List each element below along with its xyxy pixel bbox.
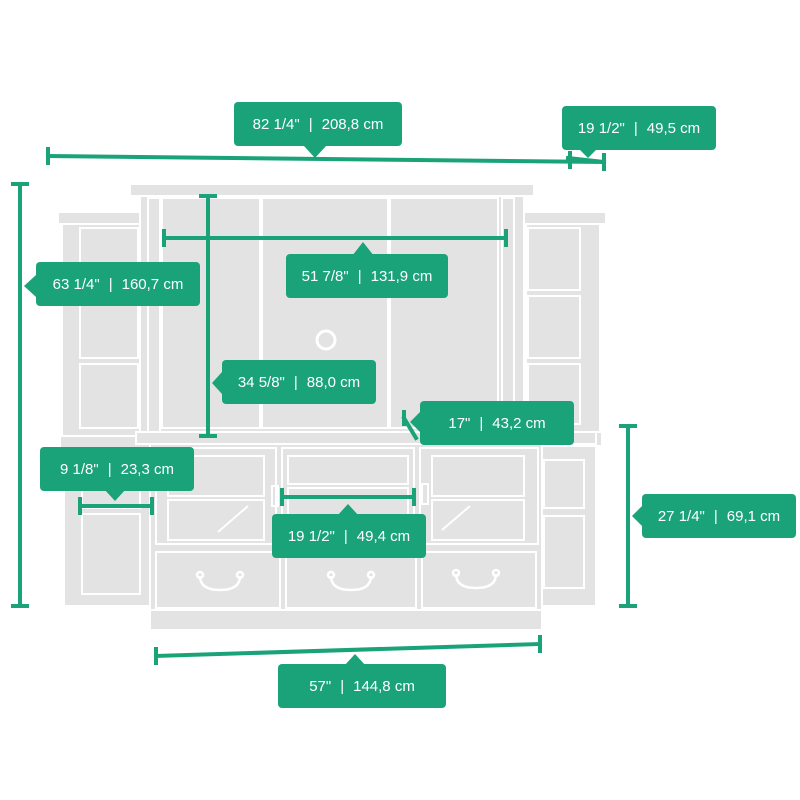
console-depth-line	[401, 410, 419, 441]
console-width-label: 57" | 144,8 cm	[278, 664, 446, 708]
tower-shelf-width-metric: 23,3 cm	[120, 460, 174, 478]
separator: |	[479, 414, 484, 432]
tv-opening-width-label: 51 7/8" | 131,9 cm	[286, 254, 448, 298]
center-shelf-width-label: 19 1/2" | 49,4 cm	[272, 514, 426, 558]
console-depth-label: 17" | 43,2 cm	[420, 401, 574, 445]
separator: |	[357, 267, 362, 285]
tv-opening-height-metric: 88,0 cm	[306, 373, 361, 391]
tv-opening-width-metric: 131,9 cm	[370, 267, 433, 285]
overall-width-line	[45, 147, 607, 169]
center-shelf-width-metric: 49,4 cm	[356, 527, 411, 545]
overall-depth-label: 19 1/2" | 49,5 cm	[562, 106, 716, 150]
tv-opening-height-imperial: 34 5/8"	[237, 373, 285, 391]
right-tower	[523, 211, 607, 607]
console-height-imperial: 27 1/4"	[657, 507, 705, 525]
overall-width-label: 82 1/4" | 208,8 cm	[234, 102, 402, 146]
tower-shelf-width-imperial: 9 1/8"	[60, 460, 99, 478]
console-depth-imperial: 17"	[448, 414, 471, 432]
overall-height-metric: 160,7 cm	[121, 275, 184, 293]
separator: |	[293, 373, 298, 391]
console-width-imperial: 57"	[309, 677, 332, 695]
center-shelf-width-imperial: 19 1/2"	[287, 527, 335, 545]
overall-height-line	[11, 182, 29, 608]
tv-opening-width-imperial: 51 7/8"	[301, 267, 349, 285]
drawer-pulls	[195, 568, 501, 592]
door-handles	[217, 483, 471, 533]
overall-width-imperial: 82 1/4"	[252, 115, 300, 133]
separator: |	[633, 119, 638, 137]
separator: |	[308, 115, 313, 133]
label-pointers	[24, 146, 642, 666]
console-height-label: 27 1/4" | 69,1 cm	[642, 494, 796, 538]
overall-depth-line	[565, 153, 607, 171]
console-height-line	[619, 424, 637, 608]
separator: |	[107, 460, 112, 478]
tv-opening-height-line	[199, 194, 217, 438]
center-shelf-width-line	[280, 488, 416, 506]
tv-opening-height-label: 34 5/8" | 88,0 cm	[222, 360, 376, 404]
overall-height-imperial: 63 1/4"	[52, 275, 100, 293]
overall-depth-metric: 49,5 cm	[646, 119, 701, 137]
cable-port	[315, 329, 337, 351]
console-width-line	[153, 635, 543, 665]
tower-shelf-width-label: 9 1/8" | 23,3 cm	[40, 447, 194, 491]
separator: |	[340, 677, 345, 695]
overall-height-label: 63 1/4" | 160,7 cm	[36, 262, 200, 306]
console-depth-metric: 43,2 cm	[492, 414, 546, 432]
separator: |	[108, 275, 113, 293]
overall-depth-imperial: 19 1/2"	[577, 119, 625, 137]
measurement-lines	[11, 147, 637, 665]
tower-shelf-width-line	[78, 497, 154, 515]
separator: |	[343, 527, 348, 545]
console-height-metric: 69,1 cm	[726, 507, 781, 525]
console-width-metric: 144,8 cm	[353, 677, 415, 695]
overall-width-metric: 208,8 cm	[321, 115, 384, 133]
tv-opening-width-line	[162, 229, 508, 247]
separator: |	[713, 507, 718, 525]
